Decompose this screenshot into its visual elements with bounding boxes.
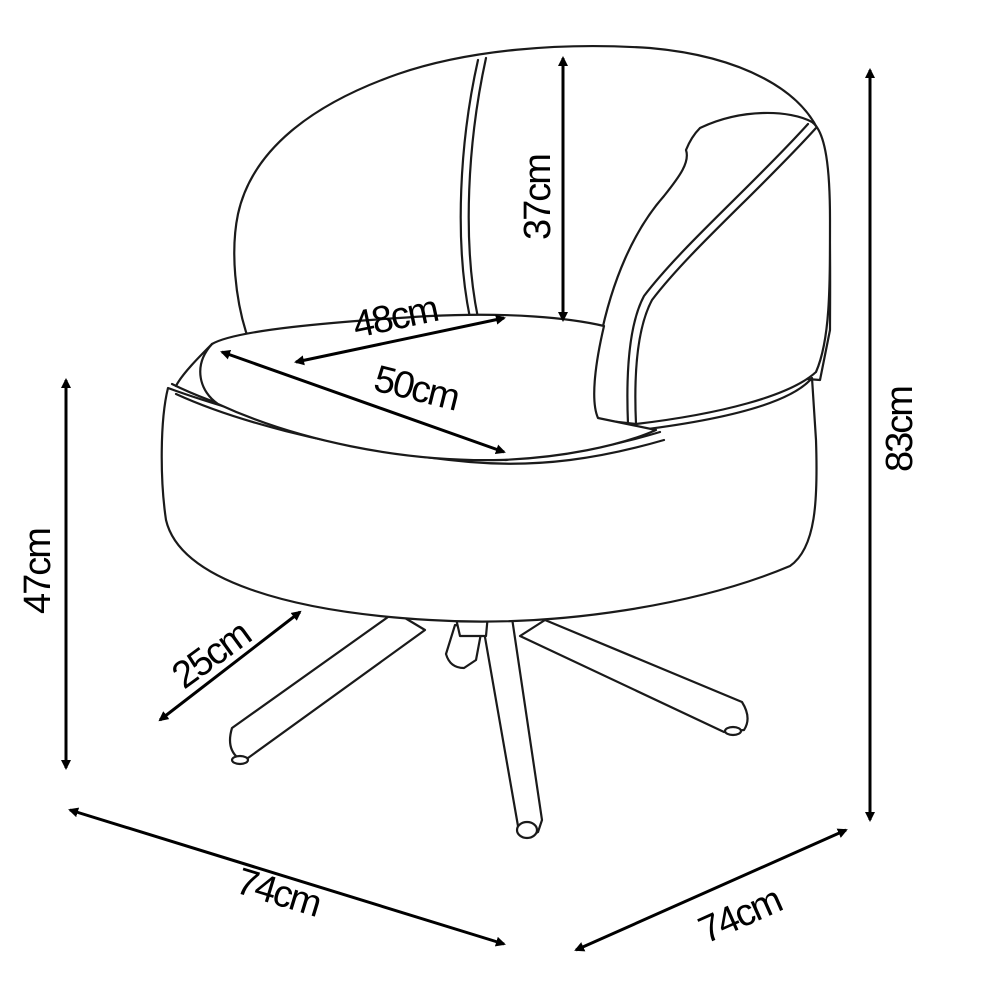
label-seat-height: 47cm — [17, 529, 59, 614]
dimension-lines — [61, 56, 875, 952]
arrow-width-front — [68, 807, 506, 947]
armrest-right — [591, 111, 832, 426]
label-backrest-height: 37cm — [517, 155, 559, 240]
armrest-body — [591, 111, 832, 426]
leg-front — [480, 616, 544, 837]
swivel-base — [228, 610, 749, 840]
leg-back-left — [228, 610, 427, 760]
label-leg-length: 25cm — [165, 613, 259, 697]
label-total-height: 83cm — [879, 387, 921, 472]
arrow-width-side — [574, 828, 848, 952]
label-width-front: 74cm — [231, 860, 325, 925]
leg-right — [518, 618, 749, 734]
arrow-seat-width — [220, 349, 506, 455]
label-width-side: 74cm — [693, 879, 788, 952]
arrow-leg-length — [158, 610, 302, 722]
